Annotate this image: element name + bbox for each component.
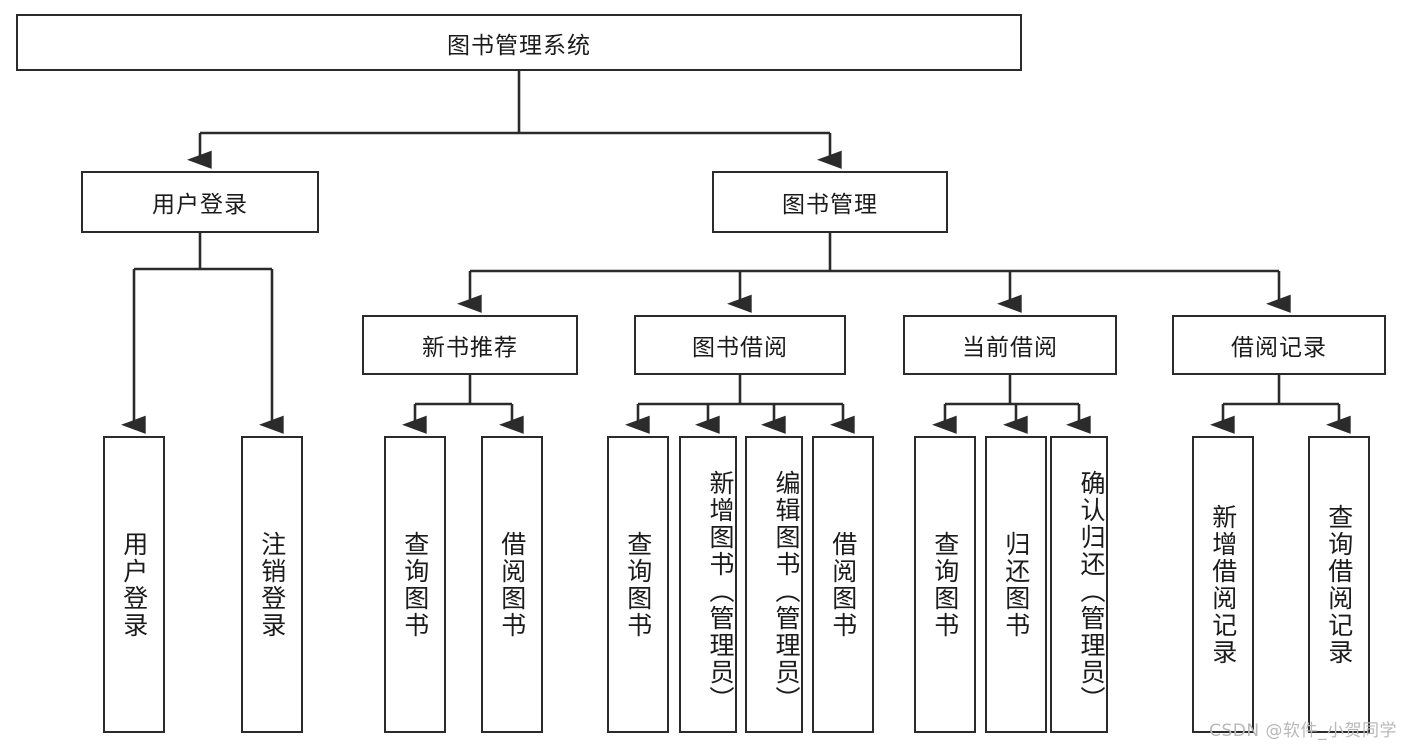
node-book-borrow-label: 图书借阅: [692, 335, 788, 361]
node-leaf-borrow-book-label: 借阅图书: [828, 530, 858, 639]
node-leaf-query-book-borrow-label: 查询图书: [623, 530, 653, 639]
node-leaf-return-book-label: 归还图书: [1001, 530, 1031, 639]
node-leaf-borrow-book[interactable]: 借阅图书: [812, 436, 874, 733]
node-leaf-edit-book-label: 编辑图书（管理员）: [772, 470, 801, 713]
node-book-manage-label: 图书管理: [782, 192, 878, 218]
node-book-manage[interactable]: 图书管理: [712, 171, 948, 233]
node-user-login[interactable]: 用户登录: [81, 171, 319, 233]
node-leaf-edit-book[interactable]: 编辑图书（管理员）: [745, 436, 803, 733]
node-leaf-query-book-cur[interactable]: 查询图书: [914, 436, 976, 733]
node-leaf-user-login-label: 用户登录: [119, 530, 149, 639]
watermark-text: CSDN @软件_小贺同学: [1209, 721, 1397, 741]
node-leaf-add-record-label: 新增借阅记录: [1208, 503, 1238, 666]
node-new-book-rec-label: 新书推荐: [422, 335, 518, 361]
node-borrow-record[interactable]: 借阅记录: [1172, 315, 1386, 375]
node-leaf-add-book[interactable]: 新增图书（管理员）: [679, 436, 737, 733]
node-new-book-rec[interactable]: 新书推荐: [362, 315, 578, 375]
node-borrow-record-label: 借阅记录: [1231, 335, 1327, 361]
node-current-borrow[interactable]: 当前借阅: [903, 315, 1117, 375]
node-leaf-query-book-rec-label: 查询图书: [400, 530, 430, 639]
node-leaf-confirm-return[interactable]: 确认归还（管理员）: [1050, 436, 1108, 733]
node-leaf-user-login[interactable]: 用户登录: [103, 436, 165, 733]
node-leaf-logout-label: 注销登录: [257, 530, 287, 639]
node-root-label: 图书管理系统: [447, 32, 591, 59]
node-book-borrow[interactable]: 图书借阅: [634, 315, 846, 375]
node-leaf-add-record[interactable]: 新增借阅记录: [1192, 436, 1254, 733]
node-leaf-query-record-label: 查询借阅记录: [1324, 503, 1354, 666]
node-root[interactable]: 图书管理系统: [16, 14, 1022, 71]
node-leaf-query-record[interactable]: 查询借阅记录: [1308, 436, 1370, 733]
node-leaf-confirm-return-label: 确认归还（管理员）: [1077, 470, 1106, 713]
node-leaf-borrow-book-rec[interactable]: 借阅图书: [481, 436, 543, 733]
node-leaf-return-book[interactable]: 归还图书: [985, 436, 1047, 733]
node-leaf-add-book-label: 新增图书（管理员）: [706, 470, 735, 713]
node-leaf-logout[interactable]: 注销登录: [241, 436, 303, 733]
node-leaf-borrow-book-rec-label: 借阅图书: [497, 530, 527, 639]
node-current-borrow-label: 当前借阅: [962, 335, 1058, 361]
node-leaf-query-book-cur-label: 查询图书: [930, 530, 960, 639]
node-leaf-query-book-borrow[interactable]: 查询图书: [607, 436, 669, 733]
node-user-login-label: 用户登录: [152, 192, 248, 218]
node-leaf-query-book-rec[interactable]: 查询图书: [384, 436, 446, 733]
